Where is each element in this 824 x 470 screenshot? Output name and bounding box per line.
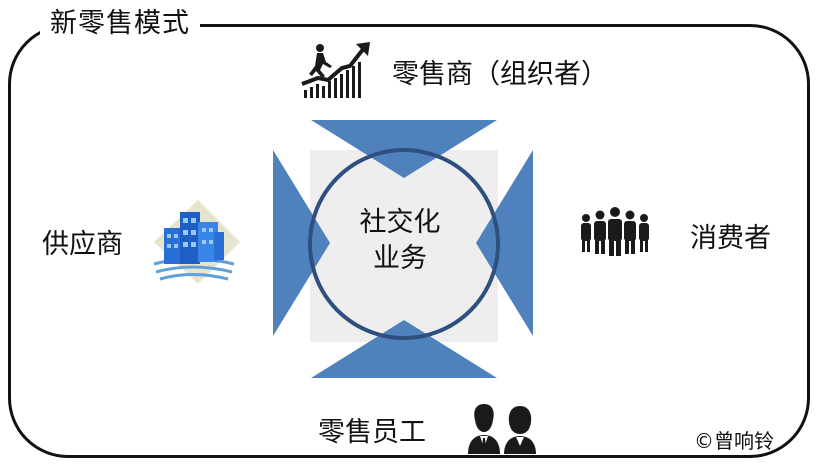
node-consumer: 消费者 [690,223,771,254]
center-circle [308,148,500,340]
triangle-left [273,150,330,336]
center-label-line1: 社交化 [359,207,441,238]
crowd-people-icon [581,207,649,256]
center-square [310,150,498,342]
outer-frame [8,24,810,458]
frame-title: 新零售模式 [40,6,200,42]
center-label-line2: 业务 [373,243,427,274]
node-retailer: 零售商（组织者） [392,59,608,90]
copyright-text: ©曾响铃 [694,429,774,453]
business-people-icon [468,404,536,454]
triangle-bottom [311,320,497,378]
node-retail-staff: 零售员工 [318,417,426,448]
triangle-right [476,150,533,336]
office-building-icon [153,200,240,284]
growth-chart-runner-icon [301,42,370,98]
center-label: 社交化 业务 [340,205,460,277]
node-supplier: 供应商 [42,229,123,260]
